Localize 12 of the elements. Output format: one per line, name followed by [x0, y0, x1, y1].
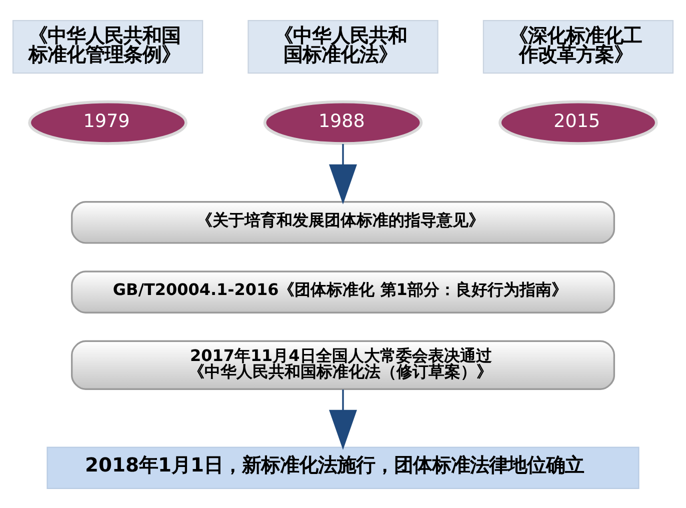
node-ellipse: 2015: [498, 100, 658, 144]
node-box: 2018年1月1日，新标准化法施行，团体标准法律地位确立: [46, 446, 640, 488]
node-box: 《中华人民共和国标准化法》: [248, 20, 438, 74]
arrow: [329, 143, 357, 204]
node-box: 《深化标准化工作改革方案》: [482, 20, 674, 74]
node-ellipse: 1988: [263, 100, 423, 144]
arrow: [329, 389, 357, 450]
node-box: 《关于培育和发展团体标准的指导意见》: [70, 200, 616, 244]
node-box: 2017年11月4日全国人大常委会表决通过《中华人民共和国标准化法（修订草案）》: [70, 340, 616, 390]
node-box: 《中华人民共和国标准化管理条例》: [12, 20, 204, 74]
node-box: GB/T20004.1-2016《团体标准化 第1部分：良好行为指南》: [70, 270, 616, 313]
node-ellipse: 1979: [28, 100, 188, 144]
